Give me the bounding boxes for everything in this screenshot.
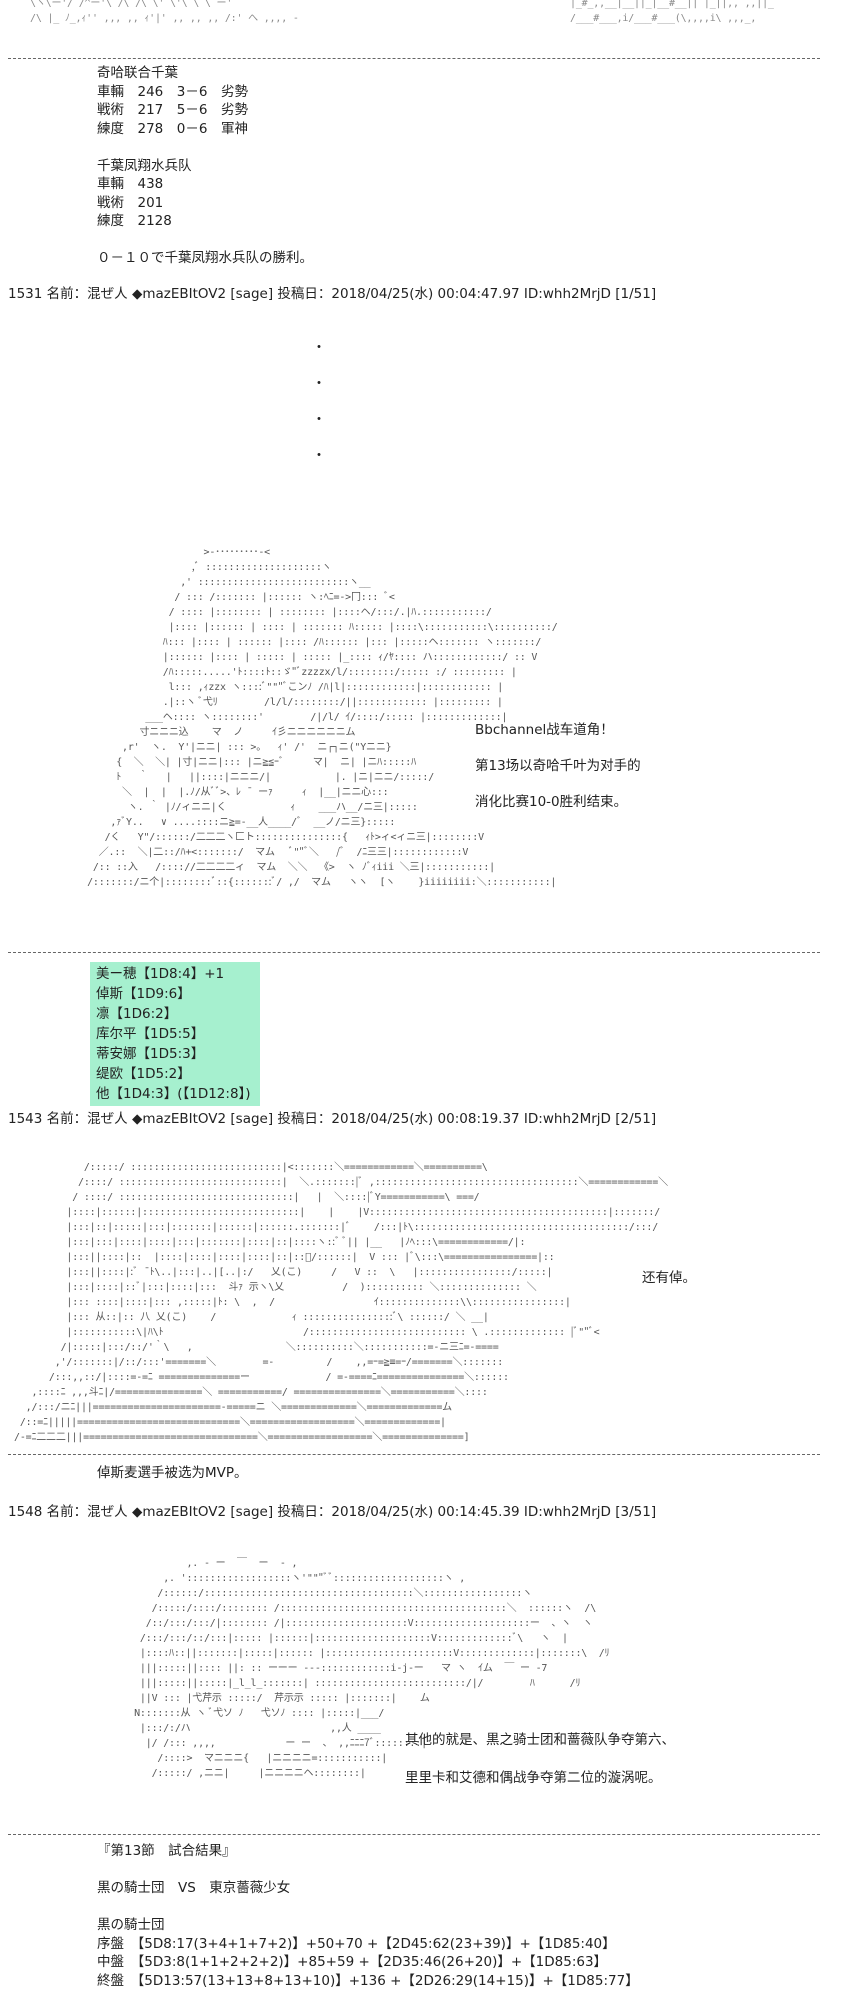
stats-line [97, 231, 313, 250]
result-line [97, 1898, 639, 1917]
match-stats: 奇哈联合千葉車輛 246 3－6 劣勢戦術 217 5－6 劣勢練度 278 0… [97, 64, 313, 268]
dice-results: 美ー穂【1D8:4】+1 倬斯【1D9:6】凛【1D6:2】库尔平【1D5:5】蒂… [90, 962, 260, 1106]
dice-line: 倬斯【1D9:6】 [96, 986, 191, 1002]
dice-line: 缇欧【1D5:2】 [96, 1066, 191, 1082]
top-ascii-art-left: \ヽ\ー'/ /^ー'\ /\ /\ \' \'\ \ \ ー' /\ |_ ﾉ… [30, 0, 299, 24]
dice-line: 蒂安娜【1D5:3】 [96, 1046, 205, 1062]
ascii-art-character-3: ,. - ー ￣ ー - , ,. '::::::::::::::::::ヽ'"… [134, 1558, 610, 1779]
post-caption: Bbchannel战车道角！ 第13场以奇哈千叶为对手的消化比赛10-0胜利结束。 [475, 712, 641, 820]
stats-line: 車輛 246 3－6 劣勢 [97, 83, 248, 100]
dice-line: 美ー穂【1D8:4】+1 [96, 966, 225, 982]
dice-line: 他【1D4:3】(【1D12:8】) [96, 1086, 251, 1102]
dot: ・ [312, 448, 326, 464]
ellipsis-dots: ・・・・ [312, 330, 326, 474]
result-line [97, 1990, 639, 2000]
dot: ・ [312, 376, 326, 392]
stats-line: 車輛 438 [97, 176, 164, 192]
dot: ・ [312, 340, 326, 356]
post-header: 1548 名前：混ぜ人 ◆mazEBItOV2 [sage] 投稿日：2018/… [8, 1504, 657, 1520]
stats-line: 練度 278 0－6 軍神 [97, 120, 248, 137]
caption-line: 第13场以奇哈千叶为对手的 [475, 758, 641, 774]
stats-line: ０－１０で千葉凤翔水兵队の勝利。 [97, 250, 313, 266]
match-result: 『第13節 試合結果』 黒の騎士団 VS 東京薔薇少女 黒の騎士団序盤 【5D8… [97, 1842, 639, 2000]
dice-line: 库尔平【1D5:5】 [96, 1026, 205, 1042]
divider [8, 58, 820, 59]
dot: ・ [312, 412, 326, 428]
result-line: 中盤 【5D3:8(1+1+2+2+2)】+85+59 +【2D35:46(26… [97, 1954, 608, 1970]
stats-line: 練度 2128 [97, 213, 172, 229]
stats-line: 奇哈联合千葉 [97, 65, 178, 81]
post-header: 1543 名前：混ぜ人 ◆mazEBItOV2 [sage] 投稿日：2018/… [8, 1111, 657, 1127]
result-line: 序盤 【5D8:17(3+4+1+7+2)】+50+70 +【2D45:62(2… [97, 1935, 616, 1952]
ascii-art-character-2: /:::::/ ::::::::::::::::::::::::::|<::::… [14, 1162, 668, 1443]
post-caption: 其他的就是、黒之骑士团和蔷薇队争夺第六、里里卡和艾德和偶战争夺第二位的漩涡呢。 [405, 1721, 675, 1797]
result-line: 『第13節 試合結果』 [97, 1843, 236, 1859]
result-line [97, 1861, 639, 1880]
result-line: 終盤 【5D13:57(13+13+8+13+10)】+136 +【2D26:2… [97, 1972, 639, 1989]
ascii-art-character-1: >-･････････-< ,ﾞ ::::::::::::::::::::ヽ ,… [87, 547, 558, 888]
top-ascii-art-right: |_#_,,__|__||_|__#__|| |_||,, ,,||_ /___… [570, 0, 774, 24]
dice-line: 凛【1D6:2】 [96, 1006, 178, 1022]
caption-line: 还有倬。 [642, 1270, 696, 1286]
caption-line: 里里卡和艾德和偶战争夺第二位的漩涡呢。 [405, 1770, 662, 1786]
stats-line [97, 138, 313, 157]
result-line: 黒の騎士団 [97, 1917, 165, 1933]
divider [8, 1834, 820, 1835]
caption-line: Bbchannel战车道角！ [475, 722, 614, 738]
post-caption: 还有倬。 [642, 1269, 696, 1287]
stats-line: 千葉凤翔水兵队 [97, 157, 192, 174]
stats-line: 戦術 201 [97, 194, 164, 211]
stats-line: 戦術 217 5－6 劣勢 [97, 102, 248, 118]
result-line: 黒の騎士団 VS 東京薔薇少女 [97, 1880, 291, 1896]
divider [8, 952, 820, 953]
caption-line: 其他的就是、黒之骑士团和蔷薇队争夺第六、 [405, 1732, 675, 1748]
mvp-announcement: 倬斯麦選手被选为MVP。 [97, 1465, 248, 1481]
post-header: 1531 名前：混ぜ人 ◆mazEBItOV2 [sage] 投稿日：2018/… [8, 286, 657, 302]
caption-line: 消化比赛10-0胜利结束。 [475, 794, 628, 810]
divider [8, 1454, 820, 1455]
